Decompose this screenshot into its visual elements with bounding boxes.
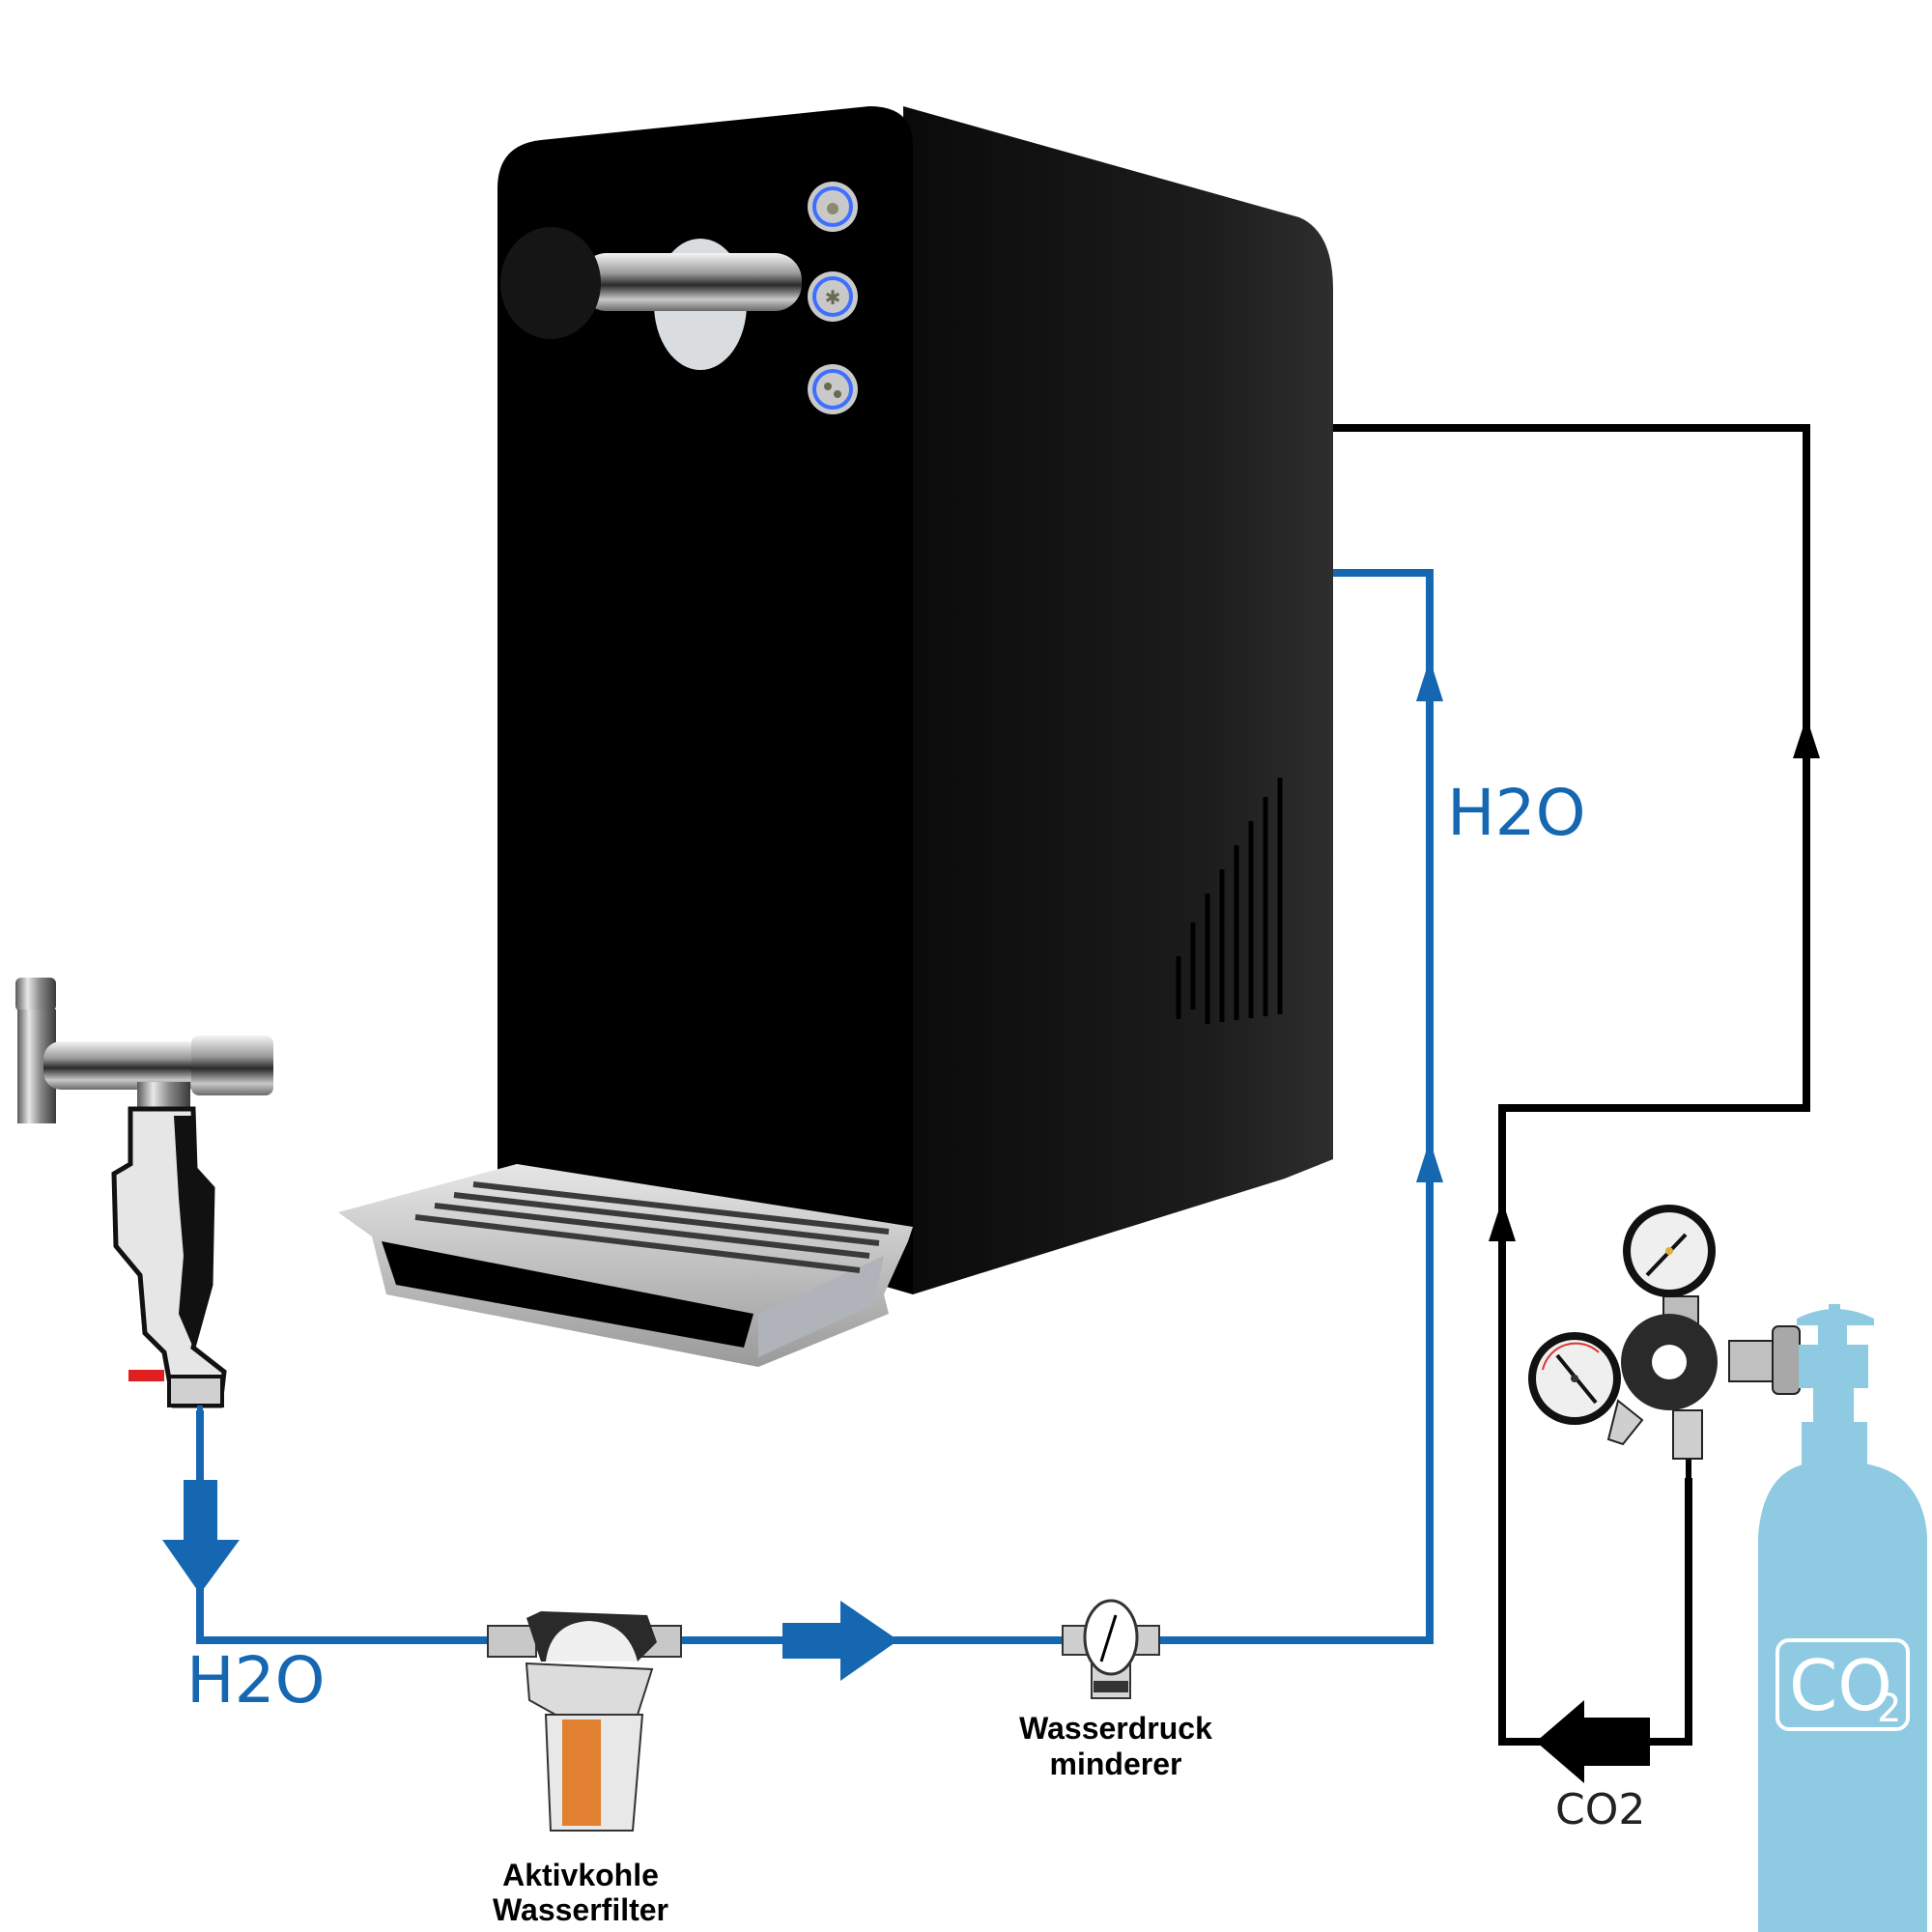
reducer-label-line1: Wasserdruck (1019, 1711, 1212, 1746)
bubbles-icon (824, 383, 832, 390)
co2-line-label: CO2 (1555, 1785, 1645, 1834)
co2-tank-label: CO (1789, 1645, 1892, 1726)
cold-water-button[interactable]: ✱ (808, 271, 858, 322)
carbon-filter (487, 1611, 682, 1832)
drip-tray (338, 1164, 913, 1367)
tap-valve (15, 978, 273, 1408)
h2o-label-outlet: H2O (1447, 776, 1586, 850)
filter-label-line2: Wasserfilter (493, 1892, 668, 1927)
vent-grille (1176, 778, 1283, 1024)
control-buttons: ✱ (808, 182, 858, 414)
co2-arrow-up-right (1793, 717, 1820, 758)
dispenser: ✱ (338, 106, 1333, 1367)
reducer-label-line2: minderer (1050, 1747, 1182, 1781)
co2-arrow-up-left (1489, 1200, 1516, 1241)
h2o-label-inlet: H2O (186, 1643, 326, 1718)
co2-regulator (1528, 1205, 1801, 1483)
co2-tank-label-subscript: 2 (1877, 1687, 1901, 1731)
outlet-pressure-gauge (1623, 1205, 1716, 1297)
co2-tank (1758, 1304, 1927, 1932)
spout-cap (500, 227, 601, 339)
water-arrow-down (162, 1480, 240, 1594)
pressure-gauge (1083, 1599, 1139, 1676)
snowflake-icon: ✱ (825, 286, 841, 309)
valve-handle[interactable] (128, 1370, 164, 1381)
sparkling-water-button[interactable] (808, 364, 858, 414)
water-arrow-up-bottom (1416, 1140, 1443, 1182)
water-arrow-right (782, 1601, 898, 1681)
tank-pressure-gauge (1528, 1332, 1621, 1425)
water-drop-icon (827, 203, 838, 214)
pressure-reducer (1062, 1599, 1160, 1699)
co2-tank-label-box (1776, 1638, 1910, 1731)
spout (500, 227, 802, 370)
dispenser-front-panel (497, 106, 913, 1294)
co2-line (1333, 424, 1810, 1746)
co2-arrow-left (1536, 1700, 1650, 1783)
filter-cartridge (562, 1719, 601, 1826)
filter-label-line1: Aktivkohle (502, 1858, 659, 1892)
dispenser-side-panel (903, 106, 1333, 1294)
still-water-button[interactable] (808, 182, 858, 232)
water-arrow-up-top (1416, 659, 1443, 701)
